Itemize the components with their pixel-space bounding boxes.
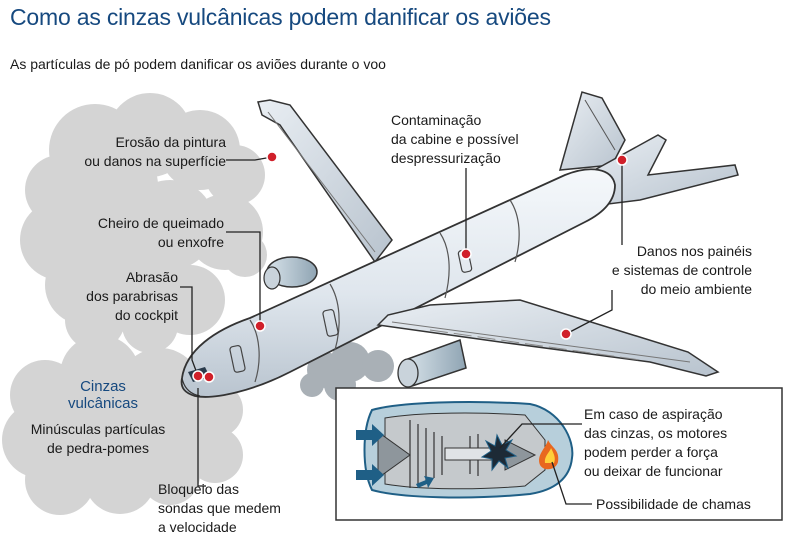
label-flames: Possibilidade de chamas — [596, 496, 751, 512]
fuselage-panel-lines — [249, 199, 520, 383]
label-speed-probes: Bloqueio das sondas que medem a velocida… — [158, 481, 281, 535]
marker-wing-systems — [560, 328, 572, 340]
door-front — [229, 344, 246, 373]
fuselage — [180, 168, 616, 398]
marker-burnt-smell — [254, 320, 266, 332]
marker-paint-erosion — [266, 151, 278, 163]
label-pumice: Minúsculas partículas de pedra-pomes — [30, 421, 166, 456]
marker-cabin — [460, 248, 472, 260]
explosion-icon — [480, 433, 518, 472]
marker-control-panels — [616, 154, 628, 166]
label-cabin-contamination: Contaminação da cabine e possível despre… — [391, 112, 519, 166]
door-mid — [322, 308, 339, 337]
marker-speed-probes — [203, 371, 215, 383]
page-title: Como as cinzas vulcânicas podem danifica… — [10, 4, 551, 30]
engine-cutaway-inset — [335, 387, 783, 521]
label-volcanic-ash: Cinzas vulcânicas — [67, 378, 139, 412]
label-burnt-smell: Cheiro de queimado ou enxofre — [97, 215, 224, 250]
ash-cloud-upper — [20, 93, 267, 353]
label-paint-erosion: Erosão da pintura ou danos na superfície — [84, 134, 226, 169]
intake-arrows — [356, 424, 434, 488]
label-windshield-abrasion: Abrasão dos parabrisas do cockpit — [86, 269, 178, 323]
page-subtitle: As partículas de pó podem danificar os a… — [10, 56, 386, 72]
left-wing — [257, 99, 393, 264]
label-control-systems: Danos nos painéis e sistemas de controle… — [611, 243, 752, 297]
horizontal-stabilizer — [578, 134, 739, 206]
ash-cloud-lower — [2, 335, 243, 515]
right-engine — [397, 339, 467, 388]
left-engine — [263, 256, 318, 290]
ash-cloud-engine-exhaust — [300, 342, 394, 401]
right-wing — [376, 299, 720, 377]
label-engine-failure: Em caso de aspiração das cinzas, os moto… — [584, 406, 728, 479]
damage-markers — [192, 151, 628, 383]
marker-windshield — [192, 370, 204, 382]
leader-lines — [180, 156, 623, 505]
